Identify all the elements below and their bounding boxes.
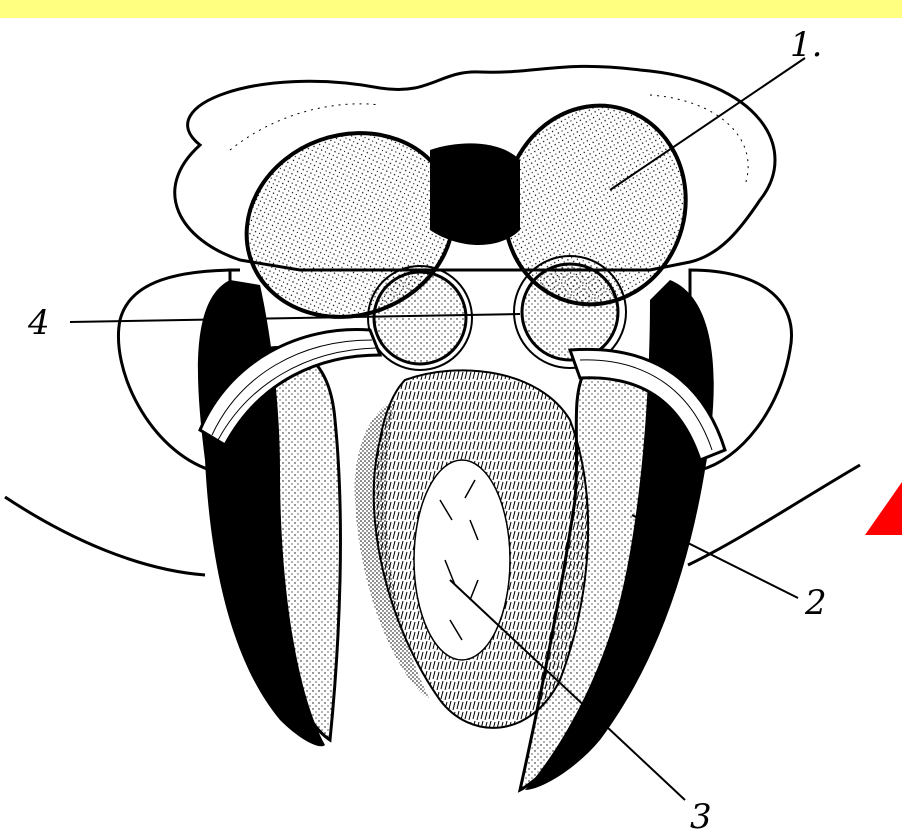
small-right-body	[522, 264, 618, 360]
left-curve-line	[5, 497, 205, 575]
small-left-body	[374, 272, 466, 364]
label-4: 4	[27, 303, 50, 343]
red-pointer-arrow	[865, 482, 902, 535]
label-1: 1.	[790, 25, 822, 65]
label-2: 2	[804, 583, 827, 623]
right-curve-line	[688, 465, 860, 565]
label-3: 3	[690, 797, 712, 837]
central-pale-patch	[414, 460, 510, 660]
